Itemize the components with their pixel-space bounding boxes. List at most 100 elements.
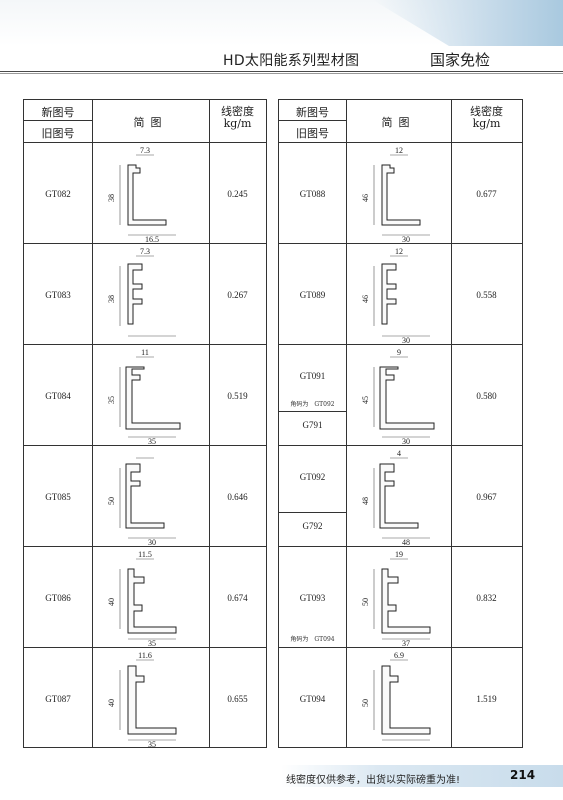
bottom-dimension: 30 <box>148 538 156 547</box>
side-dimension: 48 <box>361 497 370 505</box>
profile-code: GT091 <box>299 371 326 381</box>
top-dimension: 6.9 <box>394 651 404 660</box>
profile-code: GT086 <box>45 593 71 603</box>
profile-outline <box>127 164 167 226</box>
header-density-label: 线密度 <box>470 105 503 118</box>
bottom-dimension: 48 <box>402 538 410 547</box>
column-divider <box>451 100 452 747</box>
header-new-code: 新图号 <box>41 106 75 119</box>
linear-density-value: 0.677 <box>476 189 497 199</box>
table-header: 新图号 旧图号 简图 线密度 kg/m <box>24 100 266 142</box>
profile-svg: 46 12 30 <box>361 146 430 244</box>
header-new-code: 新图号 <box>296 106 329 119</box>
table-header: 新图号 旧图号 简图 线密度 kg/m <box>279 100 522 142</box>
profile-old-code: G792 <box>302 521 323 531</box>
profile-drawing: 35 11 35 <box>92 345 209 446</box>
top-band <box>0 0 563 46</box>
profile-svg: 38 7.3 16.5 <box>107 146 176 244</box>
profile-drawing: 46 12 30 <box>346 244 451 345</box>
header-density-label: 线密度 <box>221 105 254 118</box>
bottom-dimension: 30 <box>402 336 410 345</box>
header-drawing: 简图 <box>381 116 416 129</box>
profile-outline <box>379 463 419 529</box>
profile-code: GT084 <box>45 391 71 401</box>
profile-svg: 40 11.6 35 <box>107 651 177 749</box>
side-dimension: 50 <box>361 699 370 707</box>
table-row: GT094 1.519 50 6.9 <box>279 647 522 748</box>
column-divider <box>346 100 347 747</box>
old-code-divider <box>279 411 346 412</box>
header-density-unit: kg/m <box>472 117 501 130</box>
header-drawing: 简图 <box>133 116 168 129</box>
table-row: GT083 0.267 38 7.3 <box>24 243 266 344</box>
header-old-code: 旧图号 <box>41 127 75 140</box>
corner-piece-note: 角码为 GT092 <box>290 401 335 408</box>
linear-density-value: 0.267 <box>227 290 248 300</box>
linear-density-value: 0.519 <box>227 391 248 401</box>
side-dimension: 38 <box>107 295 116 303</box>
profile-outline <box>381 665 431 735</box>
header-rule <box>0 71 563 72</box>
footer-band <box>281 765 563 787</box>
bottom-dimension: 30 <box>402 437 410 446</box>
profile-table-left: 新图号 旧图号 简图 线密度 kg/m GT082 0.245 38 7.3 16… <box>23 99 267 749</box>
side-dimension: 38 <box>107 194 116 202</box>
profile-drawing: 50 30 <box>92 446 209 547</box>
profile-drawing: 45 9 30 <box>346 345 451 446</box>
side-dimension: 46 <box>361 295 370 303</box>
linear-density-value: 0.674 <box>227 593 248 603</box>
side-dimension: 40 <box>107 699 116 707</box>
profile-svg: 46 12 30 <box>361 247 430 345</box>
profile-drawing: 50 19 37 <box>346 547 451 648</box>
top-dimension: 7.3 <box>140 146 150 155</box>
profile-drawing: 48 4 48 <box>346 446 451 547</box>
profile-code: GT082 <box>45 189 71 199</box>
header-old-code: 旧图号 <box>296 127 329 140</box>
top-dimension: 11.6 <box>138 651 152 660</box>
profile-code: GT087 <box>45 694 71 704</box>
profile-outline <box>125 463 165 529</box>
linear-density-value: 1.519 <box>476 694 497 704</box>
table-row: GT086 0.674 40 11.5 35 <box>24 546 266 648</box>
side-dimension: 50 <box>361 598 370 606</box>
page-tag: 国家免检 <box>430 51 491 69</box>
bottom-dimension: 35 <box>148 437 156 446</box>
profile-svg: 50 19 37 <box>361 550 431 648</box>
top-dimension: 9 <box>397 348 401 357</box>
side-dimension: 40 <box>107 598 116 606</box>
bottom-dimension: 37 <box>402 639 410 648</box>
top-dimension: 7.3 <box>140 247 150 256</box>
profile-code: GT094 <box>299 694 326 704</box>
profile-code: GT093 <box>299 593 326 603</box>
top-dimension: 12 <box>395 146 403 155</box>
profile-drawing: 38 7.3 <box>92 244 209 345</box>
profile-outline <box>127 263 143 325</box>
bottom-dimension: 35 <box>148 639 156 648</box>
profile-svg: 45 9 30 <box>361 348 435 446</box>
footer-note: 线密度仅供参考，出货以实际磅重为准! <box>286 775 461 786</box>
profile-code: GT089 <box>299 290 326 300</box>
top-dimension: 11.5 <box>138 550 152 559</box>
profile-svg: 50 30 <box>107 457 176 547</box>
profile-outline <box>127 665 177 735</box>
profile-code: GT092 <box>299 472 326 482</box>
linear-density-value: 0.580 <box>476 391 497 401</box>
profile-drawing: 38 7.3 16.5 <box>92 143 209 244</box>
header-density: 线密度 kg/m <box>209 106 266 130</box>
top-dimension: 4 <box>397 449 401 458</box>
top-dimension: 12 <box>395 247 403 256</box>
column-divider <box>209 100 210 747</box>
linear-density-value: 0.245 <box>227 189 248 199</box>
top-dimension: 11 <box>141 348 149 357</box>
profile-code: GT083 <box>45 290 71 300</box>
profile-outline <box>381 164 421 226</box>
linear-density-value: 0.967 <box>476 492 497 502</box>
linear-density-value: 0.646 <box>227 492 248 502</box>
profile-drawing: 40 11.5 35 <box>92 547 209 648</box>
side-dimension: 35 <box>107 396 116 404</box>
